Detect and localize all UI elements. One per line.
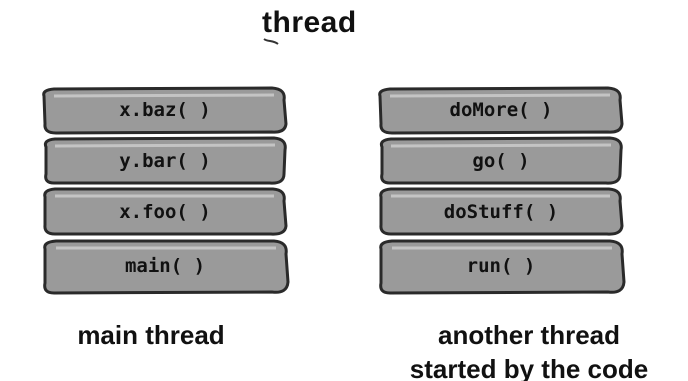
frame-label-main: main( ) [124,255,206,277]
stack-frame-doMore [378,86,624,135]
diagram-title: thread [262,6,357,39]
another-thread-caption-line2: started by the code [409,354,649,381]
another-thread-stack: doMore( ) go( ) doStuff( ) run( ) [376,86,626,296]
frame-label-doMore: doMore( ) [449,99,553,121]
another-thread-caption: another thread started by the code [384,318,674,381]
main-thread-frames [42,86,290,295]
stack-frame-x-baz [42,86,288,135]
stack-frame-x-foo [43,187,288,236]
stack-frame-go [379,136,623,185]
another-thread-caption-line1: another thread [437,320,621,350]
main-thread-stack: x.baz( ) y.bar( ) x.foo( ) main( ) [40,86,290,296]
frame-label-x-foo: x.foo( ) [119,201,211,223]
stack-frame-doStuff [379,187,624,236]
frame-label-y-bar: y.bar( ) [119,150,211,172]
title-underline-mark [263,38,279,45]
frame-label-go: go( ) [472,150,530,172]
another-thread-frames [378,86,626,295]
stack-frame-y-bar [43,136,287,185]
stack-frame-run [379,239,626,295]
frame-label-run: run( ) [466,255,536,277]
stack-frame-main [43,239,290,295]
frame-label-x-baz: x.baz( ) [119,99,211,121]
frame-label-doStuff: doStuff( ) [443,201,559,223]
main-thread-caption: main thread [77,320,225,350]
